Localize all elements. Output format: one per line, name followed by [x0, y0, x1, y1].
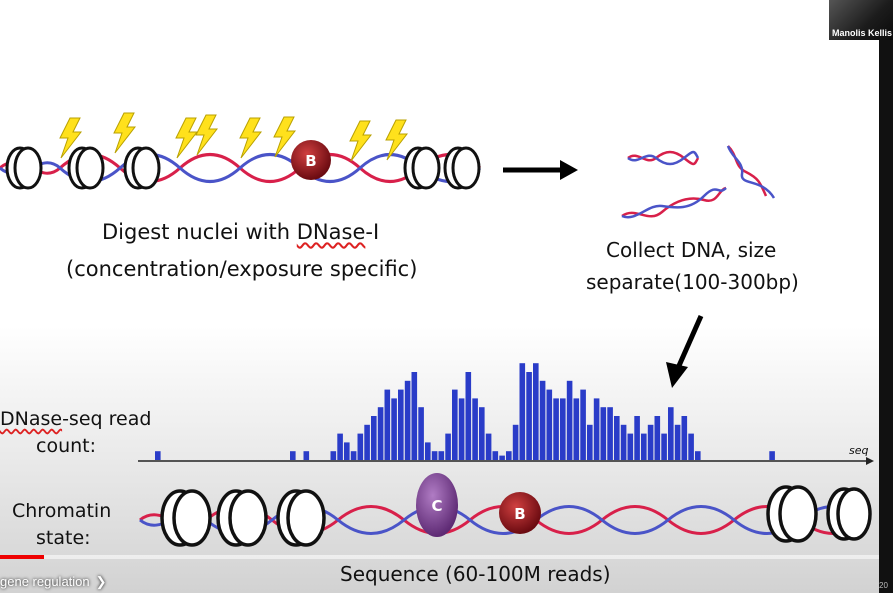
chromatin-label-line1: Chromatin	[12, 500, 112, 522]
read-count-bar	[344, 442, 350, 460]
read-count-bar	[499, 455, 505, 460]
read-count-bar	[445, 433, 451, 460]
read-count-bar	[364, 424, 370, 460]
read-count-bar	[566, 380, 573, 460]
read-count-bar	[560, 398, 566, 460]
read-count-bar	[661, 433, 667, 460]
read-count-bar	[452, 389, 458, 460]
read-count-bar	[472, 398, 478, 460]
read-count-bar	[371, 416, 377, 460]
sequence-axis-label: seq	[849, 444, 869, 457]
read-count-bar	[384, 389, 391, 460]
read-count-bar	[404, 380, 411, 460]
read-count-bar	[647, 424, 654, 460]
presenter-webcam: Manolis Kellis	[829, 0, 893, 40]
digest-caption-line1: Digest nuclei with DNase-I	[102, 220, 380, 244]
read-count-bar	[573, 398, 580, 460]
read-count-bar	[695, 451, 701, 460]
read-count-bar	[458, 398, 465, 460]
read-count-bar	[580, 389, 586, 460]
chromatin-label-line2: state:	[36, 527, 91, 549]
read-count-bar	[539, 380, 546, 460]
video-progress-fill	[0, 555, 44, 559]
factor-c-label: C	[431, 497, 442, 515]
read-count-bar	[330, 451, 337, 460]
read-count-bar	[607, 407, 613, 460]
sequence-caption: Sequence (60-100M reads)	[340, 562, 611, 586]
read-count-bar	[641, 433, 647, 460]
read-count-bar	[688, 433, 694, 460]
read-count-bar	[398, 389, 404, 460]
chevron-right-icon: ❯	[95, 574, 107, 589]
read-count-bar	[411, 372, 418, 460]
read-count-bar	[303, 451, 310, 460]
top-factor-b: B	[291, 140, 331, 180]
presenter-name: Manolis Kellis	[832, 28, 893, 38]
read-count-bar	[634, 416, 640, 460]
read-count-bar	[357, 433, 364, 460]
read-count-bar	[600, 407, 607, 460]
digest-caption-line2: (concentration/exposure specific)	[66, 257, 418, 281]
read-count-bar	[533, 363, 539, 460]
read-count-bar	[492, 451, 499, 460]
read-count-bar	[654, 416, 661, 460]
process-arrow-down	[666, 314, 704, 388]
video-progress-bar[interactable]	[0, 555, 879, 559]
read-count-bar	[620, 424, 627, 460]
read-count-bar	[526, 372, 532, 460]
factor-b-label-bottom: B	[514, 505, 525, 523]
read-count-bar	[587, 424, 593, 460]
read-count-bar	[593, 398, 600, 460]
video-timestamp: 20	[879, 581, 888, 590]
read-count-bar	[377, 407, 384, 460]
read-count-label-line2: count:	[36, 435, 97, 457]
read-count-bar	[519, 363, 526, 460]
read-count-bar	[553, 398, 559, 460]
read-count-bar	[290, 451, 296, 460]
read-count-bar	[769, 451, 775, 460]
read-count-bar	[350, 451, 357, 460]
read-count-bar	[681, 416, 688, 460]
sequence-axis	[138, 457, 874, 465]
bottom-factor-c: C	[416, 473, 458, 537]
read-count-histogram	[155, 363, 775, 460]
video-side-bar	[879, 40, 893, 593]
chapter-title[interactable]: gene regulation ❯	[0, 574, 107, 590]
read-count-bar	[674, 424, 681, 460]
read-count-bar	[512, 424, 519, 460]
dna-fragments	[621, 145, 776, 219]
read-count-bar	[391, 398, 397, 460]
read-count-bar	[506, 451, 512, 460]
read-count-label-line1: DNase-seq read	[0, 408, 152, 430]
read-count-bar	[668, 407, 674, 460]
read-count-bar	[438, 451, 445, 460]
read-count-bar	[485, 433, 492, 460]
read-count-bar	[425, 442, 431, 460]
read-count-bar	[479, 407, 485, 460]
read-count-bar	[627, 433, 634, 460]
collect-caption-line1: Collect DNA, size	[606, 238, 777, 262]
factor-b-label-top: B	[305, 152, 316, 170]
bottom-factor-b: B	[499, 492, 541, 534]
chapter-title-text: gene regulation	[0, 574, 90, 589]
bottom-histone-group	[160, 485, 872, 547]
lightning-bolts	[59, 112, 409, 162]
read-count-bar	[465, 372, 472, 460]
process-arrow-right	[503, 160, 578, 180]
collect-caption-line2: separate(100-300bp)	[586, 270, 799, 294]
read-count-bar	[155, 451, 161, 460]
read-count-bar	[614, 416, 620, 460]
read-count-bar	[337, 433, 343, 460]
read-count-bar	[431, 451, 438, 460]
read-count-bar	[418, 407, 424, 460]
read-count-bar	[546, 389, 553, 460]
top-histone-group	[5, 146, 481, 190]
